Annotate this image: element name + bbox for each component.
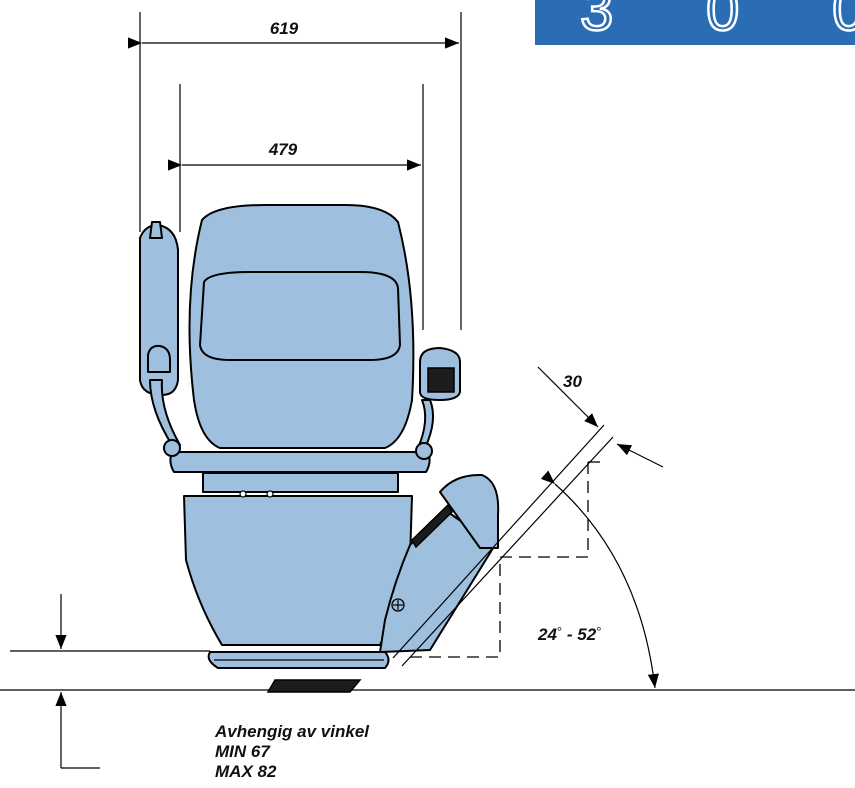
left-arm-pad — [147, 344, 171, 373]
height-note-line3: MAX 82 — [215, 762, 277, 781]
brand-banner: 3 0 0 — [535, 0, 855, 45]
stairlift-chair — [139, 204, 500, 693]
footplate — [266, 679, 362, 693]
angle-label: 24° - 52° — [537, 624, 601, 644]
brand-text: 3 0 0 — [580, 0, 855, 43]
control-switch — [427, 367, 455, 393]
overall-width-label: 619 — [270, 19, 299, 38]
overall-width-dimension: 619 — [128, 12, 462, 330]
drive-housing — [379, 509, 496, 653]
seat-width-label: 479 — [268, 140, 298, 159]
height-note-line2: MIN 67 — [215, 742, 271, 761]
seat-cushion — [169, 451, 431, 473]
drive-cap — [439, 473, 500, 549]
seat-width-dimension: 479 — [168, 84, 424, 330]
angle-dimension: 24° - 52° — [537, 470, 659, 689]
rail-offset-label: 30 — [563, 372, 582, 391]
height-note: Avhengig av vinkel MIN 67 MAX 82 — [214, 722, 370, 781]
seat-plate — [202, 472, 399, 493]
drive-slot — [411, 503, 453, 549]
footrest-height-dimension — [55, 594, 100, 769]
backrest-pad — [199, 271, 401, 361]
joystick — [149, 221, 163, 239]
height-note-line1: Avhengig av vinkel — [214, 722, 370, 741]
carriage-body — [183, 495, 413, 646]
right-arm-support — [417, 399, 435, 449]
rail-offset-dimension: 30 — [537, 366, 664, 468]
